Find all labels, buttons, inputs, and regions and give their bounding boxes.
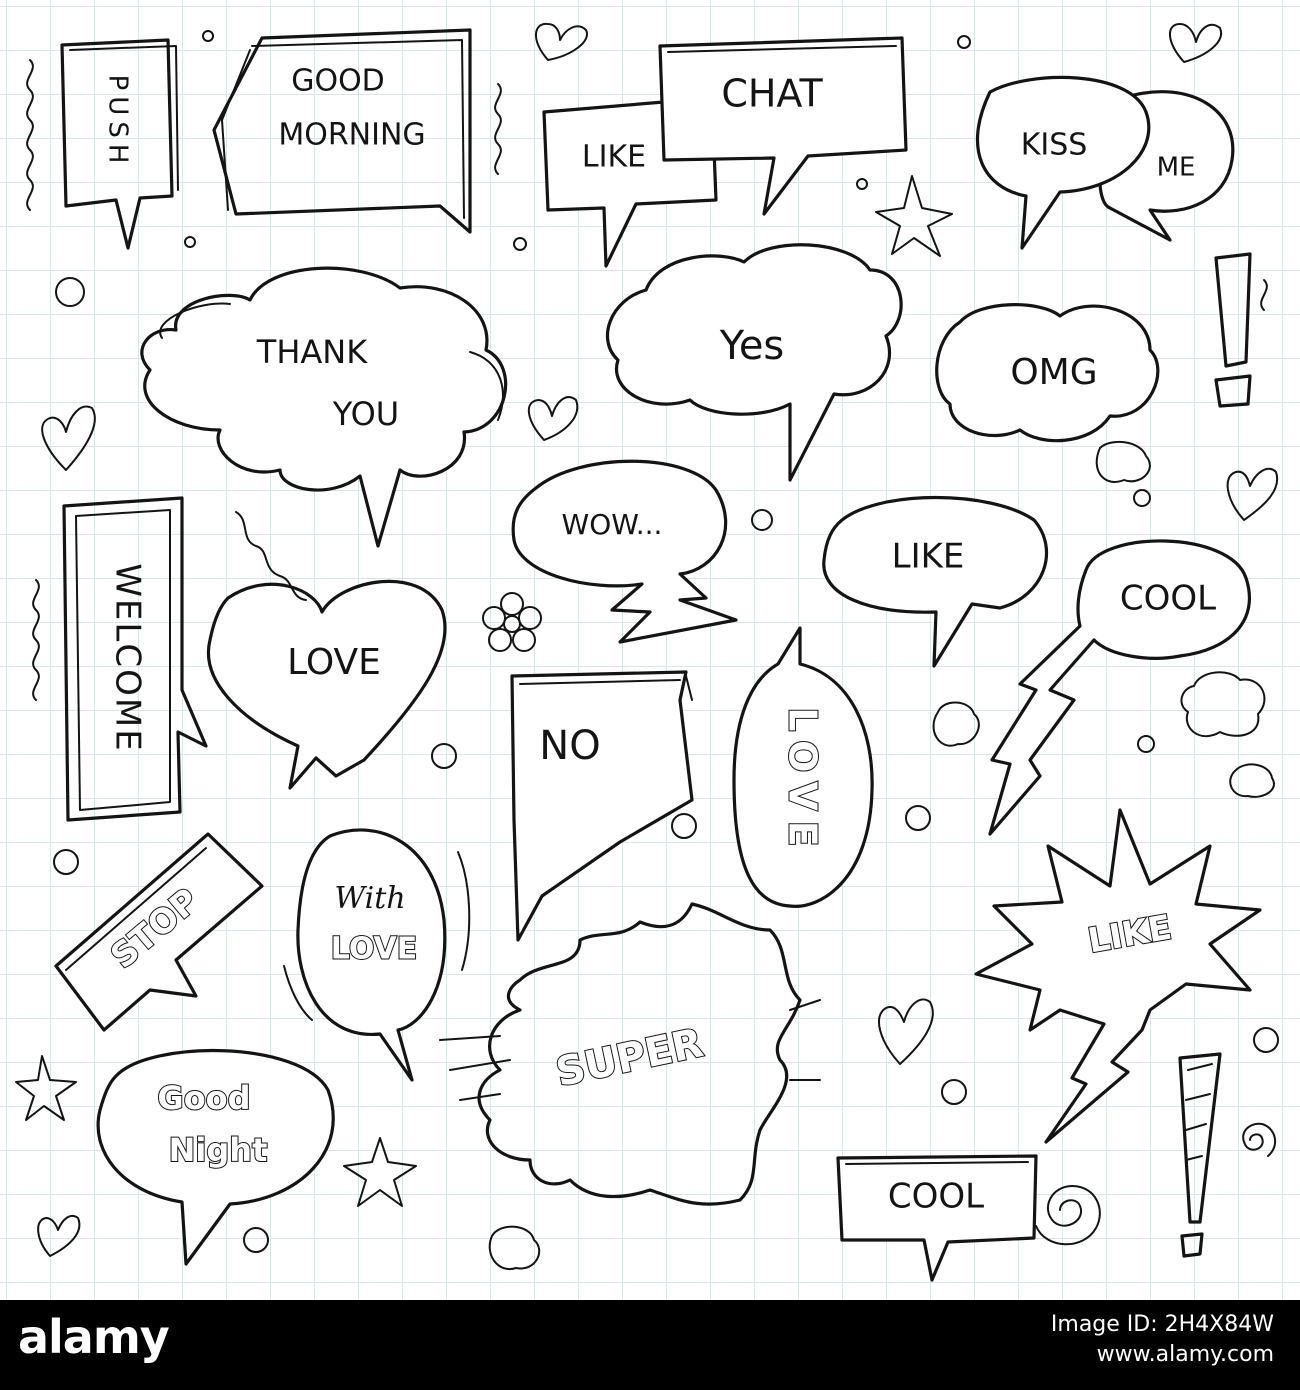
thank-you-cloud: THANK YOU bbox=[140, 266, 508, 548]
circle-icon bbox=[1137, 735, 1155, 753]
star-icon bbox=[875, 175, 953, 257]
circle-icon bbox=[55, 277, 85, 307]
cool-bottom-label: COOL bbox=[888, 1177, 984, 1217]
omg-label: OMG bbox=[1010, 352, 1097, 393]
good-morning-bubble: GOOD MORNING bbox=[212, 28, 472, 234]
cool-right-bubble: COOL bbox=[988, 539, 1252, 836]
circle-icon bbox=[53, 849, 79, 875]
watermark-info: Image ID: 2H4X84W www.alamy.com bbox=[1051, 1310, 1274, 1370]
spiral-icon bbox=[1035, 1185, 1101, 1246]
thank-label: THANK bbox=[256, 333, 368, 371]
star-icons bbox=[15, 175, 953, 1207]
star-icon bbox=[15, 1055, 77, 1121]
heart-icon bbox=[528, 396, 579, 441]
small-cloud-icons bbox=[488, 671, 1275, 1271]
no-bubble: NO bbox=[510, 670, 694, 942]
heart-icon bbox=[41, 405, 96, 471]
circle-icon bbox=[513, 237, 527, 251]
with-love-bubble: With LOVE bbox=[283, 828, 471, 1082]
like-top-label: LIKE bbox=[582, 140, 646, 175]
cool-right-label: COOL bbox=[1120, 579, 1216, 619]
circle-icon bbox=[751, 509, 773, 531]
love-heart-label: LOVE bbox=[287, 642, 381, 683]
super-label: SUPER bbox=[552, 1020, 707, 1096]
love-vertical-label: LOVE bbox=[781, 707, 825, 857]
exclamation-icon bbox=[1214, 252, 1252, 368]
like-chat-bubbles: LIKE CHAT bbox=[542, 36, 908, 268]
circle-icon bbox=[941, 1079, 967, 1105]
heart-icons bbox=[37, 22, 1279, 1257]
site-url[interactable]: www.alamy.com bbox=[1096, 1342, 1274, 1367]
kiss-me-bubbles: ME KISS bbox=[975, 75, 1235, 250]
like-burst-bubble: LIKE bbox=[974, 808, 1262, 1144]
no-label: NO bbox=[539, 723, 600, 769]
heart-icon bbox=[37, 1214, 81, 1257]
exclamation-icon bbox=[1178, 1052, 1222, 1224]
doodle-canvas: PUSH GOOD MORNING LIKE CHAT ME KISS THAN… bbox=[0, 0, 1300, 1300]
spiral-icon bbox=[1242, 1122, 1277, 1157]
circle-icon bbox=[184, 236, 196, 248]
me-label: ME bbox=[1157, 153, 1196, 183]
welcome-label: WELCOME bbox=[108, 563, 148, 752]
yes-cloud: Yes bbox=[606, 243, 903, 482]
like-mid-bubble: LIKE bbox=[822, 495, 1049, 668]
love-heart-bubble: LOVE bbox=[206, 579, 447, 790]
chat-label: CHAT bbox=[721, 72, 823, 116]
wow-bubble: WOW... bbox=[511, 459, 738, 644]
welcome-bubble: WELCOME bbox=[62, 496, 208, 822]
heart-icon bbox=[1226, 467, 1279, 521]
night-label: Night bbox=[169, 1131, 268, 1169]
heart-icon bbox=[1169, 23, 1223, 63]
omg-cloud: OMG bbox=[935, 303, 1160, 507]
circle-icon bbox=[905, 805, 931, 831]
spiral-icons bbox=[1035, 1122, 1277, 1246]
good-morning-line1: GOOD bbox=[291, 64, 385, 99]
push-bubble: PUSH bbox=[60, 38, 179, 250]
wow-label: WOW... bbox=[562, 508, 663, 541]
circle-icon bbox=[856, 178, 868, 190]
yes-label: Yes bbox=[719, 323, 785, 369]
circle-icons bbox=[53, 30, 1279, 1253]
circle-icon bbox=[957, 35, 971, 49]
speech-bubble-doodles: PUSH GOOD MORNING LIKE CHAT ME KISS THAN… bbox=[15, 22, 1279, 1282]
heart-icon bbox=[877, 998, 934, 1065]
good-label: Good bbox=[157, 1079, 250, 1117]
squiggle-icons bbox=[26, 59, 1268, 701]
watermark-logo[interactable]: alamy bbox=[18, 1310, 170, 1364]
kiss-label: KISS bbox=[1021, 128, 1088, 163]
like-mid-label: LIKE bbox=[892, 537, 965, 577]
exclamation-icons bbox=[1178, 252, 1252, 1258]
you-label: YOU bbox=[332, 395, 399, 433]
flower-icon bbox=[482, 592, 542, 652]
push-label: PUSH bbox=[103, 75, 133, 170]
cool-bottom-bubble: COOL bbox=[836, 1154, 1038, 1282]
good-night-bubble: Good Night bbox=[96, 1048, 335, 1266]
good-morning-line2: MORNING bbox=[278, 118, 425, 153]
with-label: With bbox=[334, 881, 405, 916]
stop-bubble: STOP bbox=[54, 832, 264, 1032]
star-icon bbox=[343, 1137, 417, 1207]
image-id: Image ID: 2H4X84W bbox=[1050, 1312, 1274, 1337]
circle-icon bbox=[671, 813, 697, 839]
heart-icon bbox=[535, 22, 588, 61]
with-love-label: LOVE bbox=[331, 932, 417, 967]
circle-icon bbox=[1253, 1027, 1279, 1053]
circle-icon bbox=[431, 743, 457, 769]
circle-icon bbox=[243, 1227, 269, 1253]
love-vertical-bubble: LOVE bbox=[732, 626, 874, 908]
super-burst: SUPER bbox=[439, 902, 821, 1206]
watermark-footer: alamy Image ID: 2H4X84W www.alamy.com bbox=[0, 1300, 1300, 1390]
circle-icon bbox=[202, 30, 214, 42]
watermark-logo-text: alamy bbox=[18, 1310, 170, 1364]
